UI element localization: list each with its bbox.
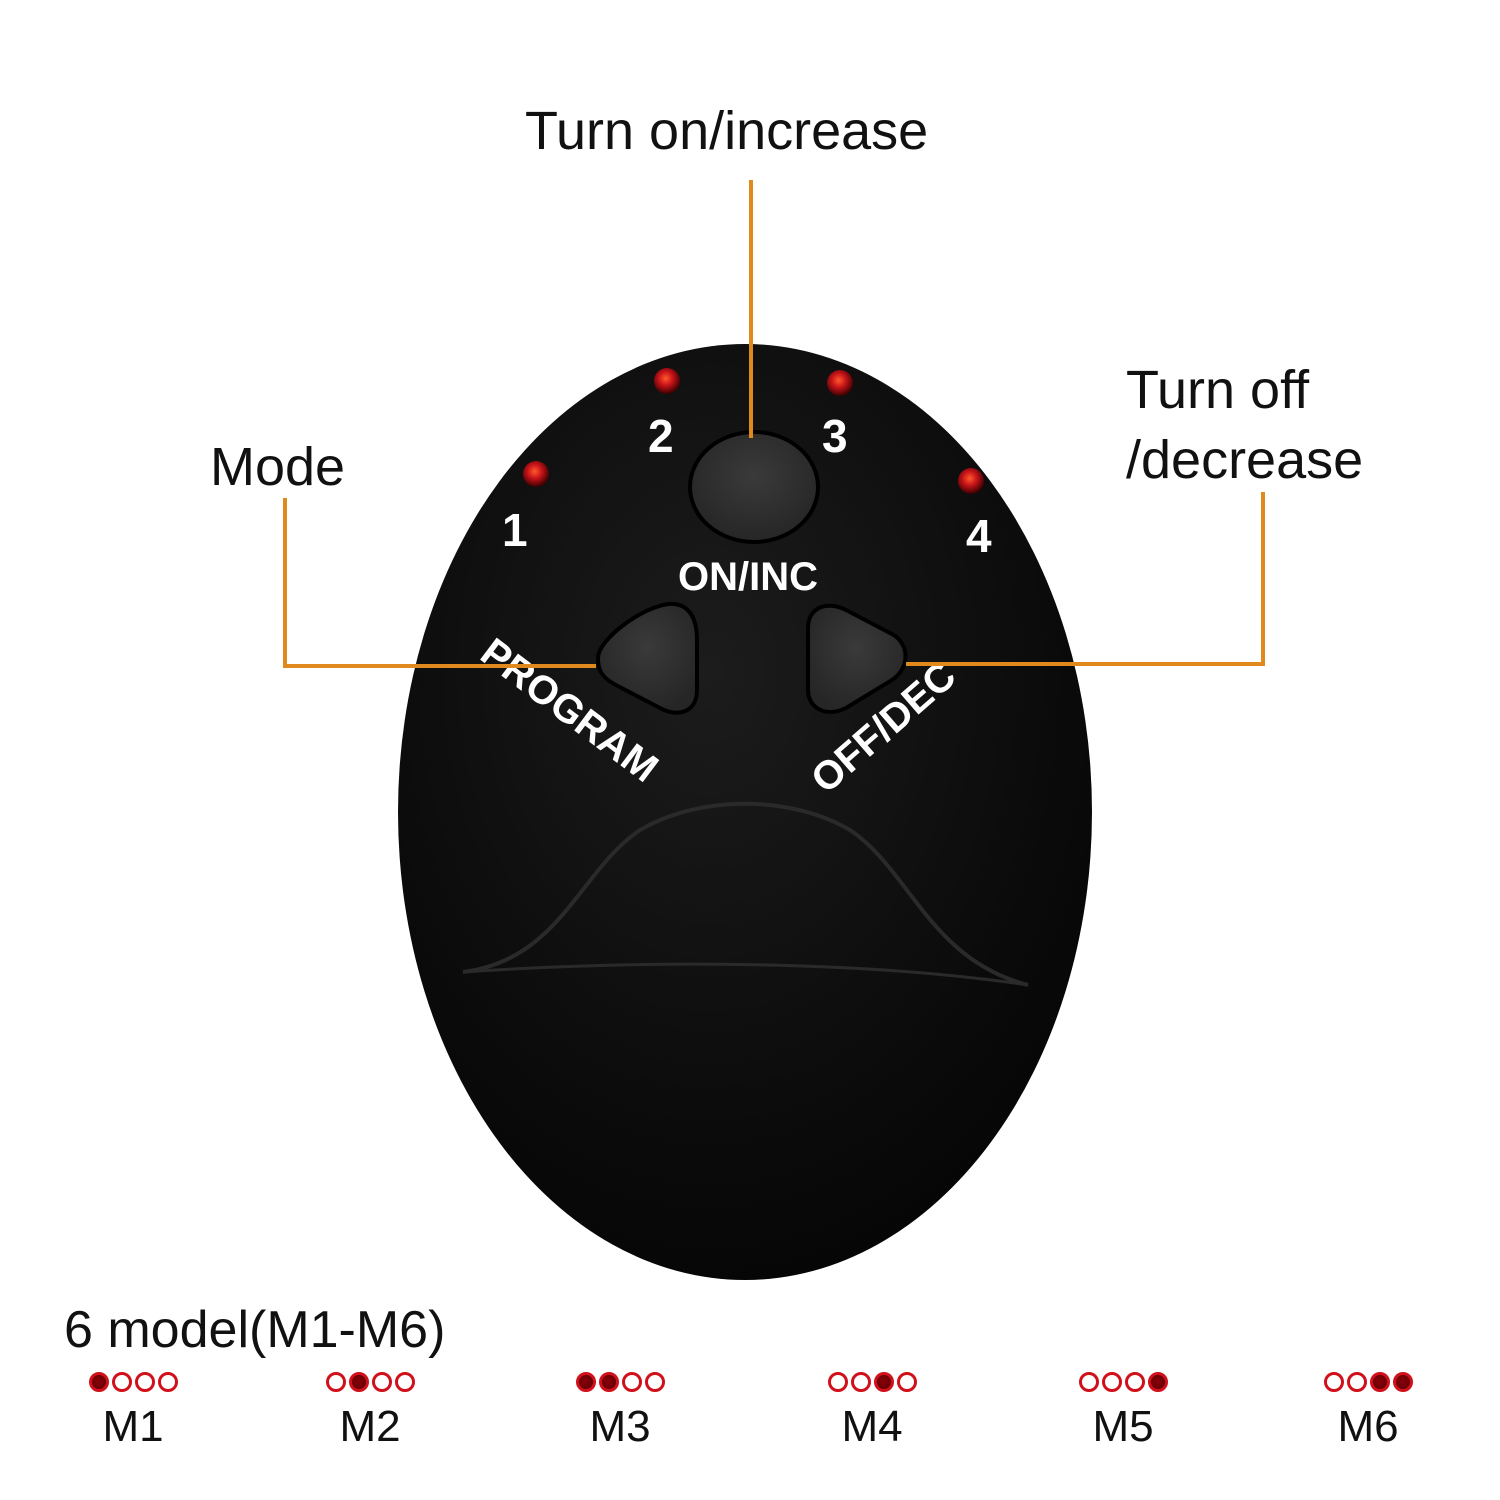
mode-indicator-m3: M3: [550, 1372, 690, 1450]
mode-led-dot: [1147, 1372, 1168, 1392]
led-1: [523, 461, 549, 487]
led-number-1: 1: [502, 504, 528, 556]
mode-led-dot: [827, 1372, 848, 1392]
mode-indicator-m1: M1: [63, 1372, 203, 1450]
led-3: [827, 370, 853, 396]
mode-led-dot: [325, 1372, 346, 1392]
mode-indicator-m4: M4: [802, 1372, 942, 1450]
mode-dots: [1053, 1372, 1193, 1392]
mode-led-dot: [575, 1372, 596, 1392]
device-body: [398, 344, 1092, 1280]
mode-dots: [63, 1372, 203, 1392]
mode-label: M5: [1092, 1402, 1154, 1451]
mode-led-dot: [1124, 1372, 1145, 1392]
mode-dots: [802, 1372, 942, 1392]
mode-led-dot: [1078, 1372, 1099, 1392]
mode-led-dot: [644, 1372, 665, 1392]
mode-led-dot: [88, 1372, 109, 1392]
program-button[interactable]: [595, 601, 699, 715]
mode-led-dot: [157, 1372, 178, 1392]
body-seam: [462, 962, 1029, 987]
leader-line-left: [283, 498, 596, 668]
mode-led-dot: [1369, 1372, 1390, 1392]
mode-led-dot: [1346, 1372, 1367, 1392]
led-2: [654, 368, 680, 394]
body-contour: [462, 801, 1029, 987]
mode-led-dot: [850, 1372, 871, 1392]
off-dec-button[interactable]: [806, 603, 908, 714]
mode-led-dot: [896, 1372, 917, 1392]
led-number-4: 4: [966, 510, 992, 562]
mode-led-dot: [598, 1372, 619, 1392]
leader-line-right: [906, 492, 1265, 666]
led-4: [958, 468, 984, 494]
led-number-3: 3: [822, 410, 848, 462]
mode-label: M2: [339, 1402, 401, 1451]
mode-led-dot: [134, 1372, 155, 1392]
mode-indicator-m5: M5: [1053, 1372, 1193, 1450]
mode-label: M6: [1337, 1402, 1399, 1451]
callout-turn-on-increase: Turn on/increase: [525, 101, 929, 161]
led-number-2: 2: [648, 410, 674, 462]
mode-led-dot: [111, 1372, 132, 1392]
on-inc-button[interactable]: [688, 430, 820, 544]
modes-title: 6 model(M1-M6): [64, 1301, 446, 1359]
on-inc-label: ON/INC: [678, 555, 818, 599]
mode-label: M1: [102, 1402, 164, 1451]
mode-label: M3: [589, 1402, 651, 1451]
mode-led-dot: [348, 1372, 369, 1392]
mode-dots: [550, 1372, 690, 1392]
mode-indicator-m6: M6: [1298, 1372, 1438, 1450]
callout-turn-off-line1: Turn off: [1126, 360, 1310, 420]
callout-turn-off-decrease: Turn off /decrease: [1126, 361, 1363, 489]
mode-label: M4: [841, 1402, 903, 1451]
mode-led-dot: [394, 1372, 415, 1392]
mode-led-dot: [873, 1372, 894, 1392]
mode-indicator-m2: M2: [300, 1372, 440, 1450]
mode-led-dot: [621, 1372, 642, 1392]
mode-led-dot: [1392, 1372, 1413, 1392]
mode-led-dot: [1101, 1372, 1122, 1392]
callout-turn-off-line2: /decrease: [1126, 430, 1364, 490]
mode-dots: [1298, 1372, 1438, 1392]
mode-dots: [300, 1372, 440, 1392]
callout-mode: Mode: [210, 437, 346, 497]
mode-led-dot: [1323, 1372, 1344, 1392]
mode-led-dot: [371, 1372, 392, 1392]
